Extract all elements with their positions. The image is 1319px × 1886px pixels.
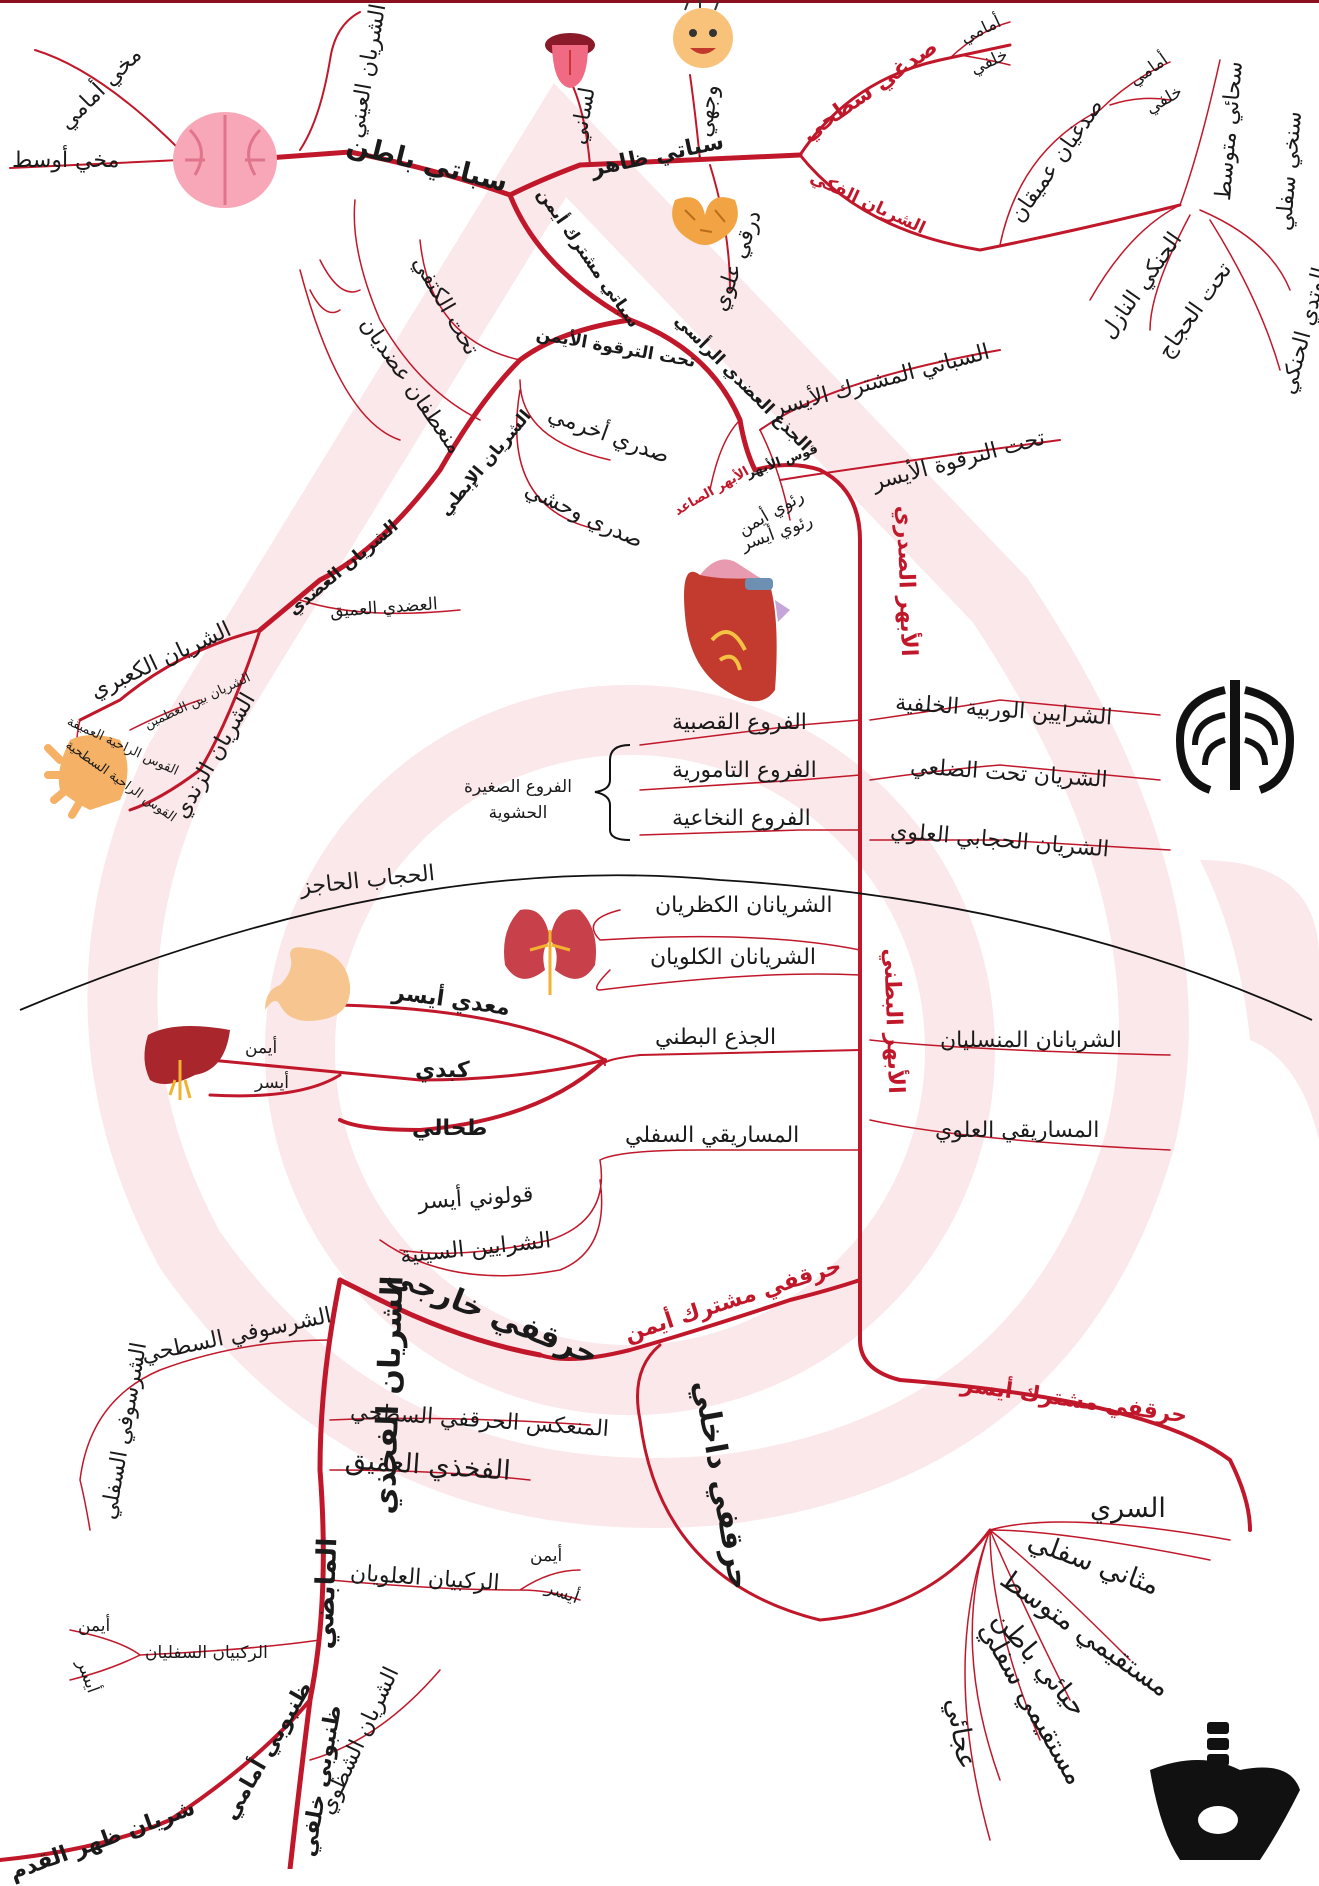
umbilical-label: السري: [1090, 1495, 1166, 1522]
gonadal-label: الشريانان المنسليان: [940, 1030, 1122, 1052]
pelvis-icon: [1150, 1722, 1300, 1860]
hepatic-left-label: أيسر: [255, 1075, 289, 1092]
hepatic-right-label: أيمن: [245, 1040, 277, 1057]
popliteal-label: المابضي: [310, 1537, 341, 1650]
brain-icon: [173, 112, 277, 208]
pericardial-label: الفروع التامورية: [672, 760, 817, 782]
hepatic-label: كبدي: [415, 1060, 470, 1082]
esophageal-label: الفروع النخاعية: [672, 808, 811, 830]
abdominal-aorta-label: الأبهر البطني: [879, 948, 906, 1094]
middle-cerebral-label: مخي أوسط: [12, 150, 119, 172]
superior-genicular-right-label: أيمن: [530, 1548, 562, 1565]
thoracic-aorta-label: الأبهر الصدري: [892, 505, 919, 657]
kidney-icon: [504, 909, 596, 995]
renal-label: الشريانان الكلويان: [650, 947, 816, 969]
face-icon: [673, 0, 733, 68]
tongue-icon: [545, 33, 595, 88]
visceral-brace: [595, 745, 630, 840]
inferior-mesenteric-label: المساريقي السفلي: [625, 1125, 799, 1147]
visceral-group-label: الفروع الصغيرة الحشوية: [448, 775, 588, 826]
inferior-genicular-label: الركبيان السفليان: [145, 1645, 268, 1662]
splenic-label: طحالي: [412, 1118, 487, 1140]
inferior-genicular-right-label: أيمن: [78, 1618, 110, 1635]
superior-mesenteric-label: المساريقي العلوي: [935, 1120, 1099, 1142]
suprarenal-label: الشريانان الكظريان: [655, 895, 833, 917]
celiac-label: الجذع البطني: [655, 1027, 776, 1049]
heart-icon: [684, 559, 790, 701]
celiac-line: [604, 1050, 860, 1065]
ribcage-icon: [1180, 680, 1290, 790]
bronchial-label: الفروع القصبية: [672, 712, 807, 734]
